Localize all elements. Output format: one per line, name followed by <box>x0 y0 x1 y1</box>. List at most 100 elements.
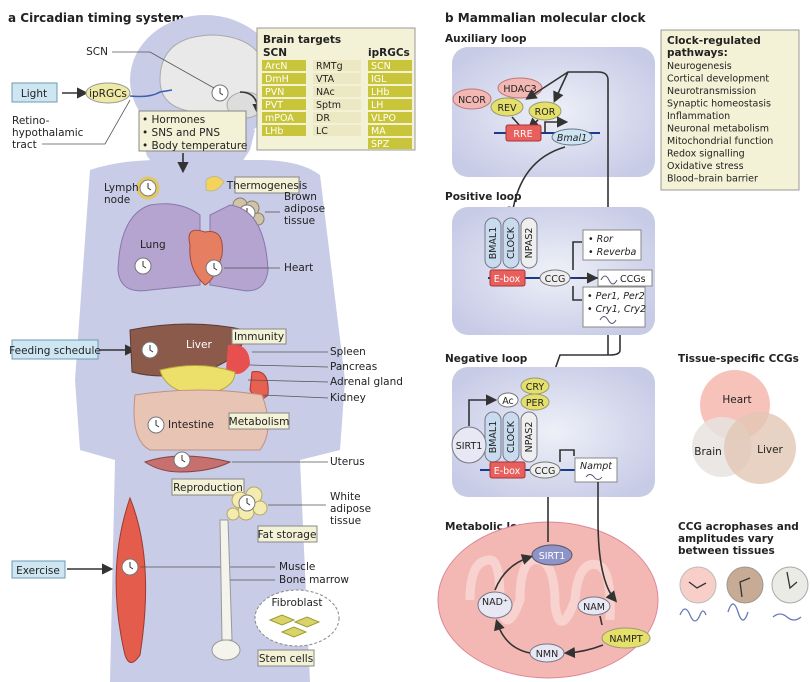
negative-loop-title: Negative loop <box>445 353 528 365</box>
rre-label: RRE <box>513 129 532 140</box>
positive-loop-title: Positive loop <box>445 191 522 203</box>
brain-target-cell <box>262 73 306 84</box>
sirt1-metabolic: SIRT1 <box>539 551 566 562</box>
tissue-ccgs-title: Tissue-specific CCGs <box>678 353 799 365</box>
svg-text:SCN: SCN <box>263 47 287 59</box>
thermogenesis-label: Thermogenesis <box>226 180 307 192</box>
hdac3: HDAC3 <box>503 84 536 95</box>
brain-target-label: LHb <box>265 126 283 137</box>
iprgcs-label: ipRGCs <box>89 88 127 100</box>
nampt-gene-box <box>574 457 618 483</box>
tissue-clock-brain-icon <box>771 566 809 621</box>
pathway-item: Synaptic homeostasis <box>667 99 771 110</box>
brain-target-cell <box>368 125 412 136</box>
stem-cells-label: Stem cells <box>259 653 313 665</box>
exercise-label: Exercise <box>16 565 60 577</box>
panel-a-title: Circadian timing system <box>20 11 184 25</box>
light-label: Light <box>21 88 47 100</box>
ac: Ac <box>502 396 514 407</box>
bmal1-gene: Bmal1 <box>557 133 587 144</box>
brain-target-cell <box>262 112 306 123</box>
exercise-box <box>11 560 66 579</box>
brain-target-cell <box>368 86 412 97</box>
bmal1-protein <box>484 217 502 269</box>
nmn: NMN <box>536 649 558 660</box>
brain-target-cell <box>368 99 412 110</box>
brain-target-label: VTA <box>316 74 335 85</box>
muscle-organ <box>115 496 147 663</box>
fat-storage-label: Fat storage <box>258 529 317 541</box>
nampt-gene: Nampt <box>580 461 613 472</box>
brain-target-cell <box>313 112 361 123</box>
targets-per-cry <box>582 286 646 328</box>
bmal1-label: BMAL1 <box>488 227 499 260</box>
muscle-label: Muscle <box>279 561 315 573</box>
ebox-positive <box>489 269 526 287</box>
brain-target-label: DR <box>316 113 330 124</box>
nad: NAD⁺ <box>482 597 508 608</box>
pathway-item: Neurogenesis <box>667 61 732 72</box>
pathway-item: Mitochondrial function <box>667 136 773 147</box>
svg-text:a Circadian timing system: a Circadian timing system <box>8 11 184 25</box>
brain-target-cell <box>262 60 306 71</box>
brain-targets-box: Brain targets SCN ipRGCs ArcNDmHPVNPVTmP… <box>256 27 416 151</box>
metabolism-box <box>228 412 290 430</box>
brain-target-label: IGL <box>371 74 387 85</box>
clock-label: CLOCK <box>506 226 517 259</box>
cry: CRY <box>526 382 545 393</box>
stem-cells-box <box>257 649 315 667</box>
lung-right <box>209 204 269 292</box>
pathway-item: Blood–brain barrier <box>667 174 758 185</box>
kidney-label: Kidney <box>330 392 366 404</box>
outputs-list: • Hormones• SNS and PNS• Body temperatur… <box>142 114 247 152</box>
npas2-protein <box>520 217 538 269</box>
brain-target-label: NAc <box>316 87 335 98</box>
brain-target-cell <box>313 73 361 84</box>
brain-target-label: Sptm <box>316 100 341 111</box>
svg-text:ipRGCs: ipRGCs <box>368 47 410 59</box>
light-box <box>11 82 58 103</box>
panel-a-letter: a <box>8 11 16 25</box>
brain-target-cell <box>313 125 361 136</box>
brain-target-cell <box>313 60 361 71</box>
svg-text:Brain targets: Brain targets <box>263 34 341 46</box>
negative-loop-box <box>452 367 655 497</box>
brain-target-label: LH <box>371 100 383 111</box>
pathway-item: Inflammation <box>667 111 730 122</box>
brain <box>159 34 269 119</box>
targets-ror-reverba <box>582 229 642 261</box>
clock-label: CLOCK <box>506 420 517 453</box>
panel-b-letter: b <box>445 11 454 25</box>
npas2-label: NPAS2 <box>524 228 535 259</box>
pathway-item: Redox signalling <box>667 149 745 160</box>
brain-target-cell <box>368 138 412 149</box>
auxiliary-loop-title: Auxiliary loop <box>445 33 527 45</box>
scn-clock-icon <box>211 84 229 102</box>
uterus-label: Uterus <box>330 456 365 468</box>
clock-protein <box>502 217 520 269</box>
pathway-item: Neurotransmission <box>667 86 756 97</box>
svg-text:b Mammalian molecular clock: b Mammalian molecular clock <box>445 11 647 25</box>
brain-target-cell <box>313 99 361 110</box>
metabolism-label: Metabolism <box>229 416 290 428</box>
adrenal-gland-label: Adrenal gland <box>330 376 403 388</box>
ccg-negative: CCG <box>535 466 556 477</box>
npas2-protein <box>520 411 538 463</box>
brain-target-label: VLPO <box>371 113 396 124</box>
brain-target-cell <box>262 99 306 110</box>
rev: REV <box>497 103 517 114</box>
thermogenesis-box <box>234 176 300 194</box>
feeding-schedule-box <box>11 339 99 360</box>
brain-target-cell <box>262 125 306 136</box>
pathway-item: Cortical development <box>667 74 769 85</box>
nampt-protein: NAMPT <box>609 634 643 645</box>
liver-label: Liver <box>186 339 212 351</box>
